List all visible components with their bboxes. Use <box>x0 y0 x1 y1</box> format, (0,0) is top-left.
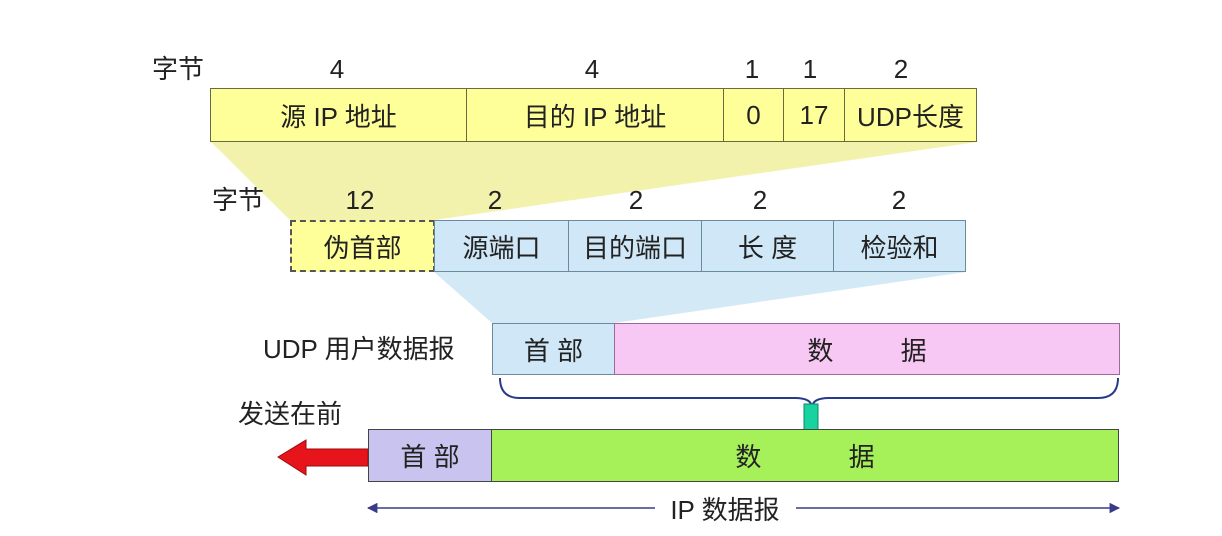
field-length: 长 度 <box>701 220 834 272</box>
bytes-label-row2: 字节 <box>212 185 265 215</box>
field-label: 检验和 <box>860 232 939 263</box>
udp-datagram-label: UDP 用户数据报 <box>263 334 455 364</box>
byte-count: 12 <box>345 185 375 215</box>
ip-data-box: 数 据 <box>491 429 1119 482</box>
field-label: 长 度 <box>737 232 798 263</box>
byte-count: 2 <box>752 185 768 215</box>
udp-data-box: 数 据 <box>614 323 1120 375</box>
field-label: UDP长度 <box>857 101 964 132</box>
byte-count: 4 <box>329 54 345 84</box>
field-zero: 0 <box>723 88 784 142</box>
field-label: 伪首部 <box>323 232 402 263</box>
send-direction-arrow <box>277 439 369 476</box>
send-first-label: 发送在前 <box>238 399 343 429</box>
byte-count: 2 <box>893 54 909 84</box>
field-protocol: 17 <box>783 88 845 142</box>
box-label: 数 据 <box>735 442 875 472</box>
byte-count: 4 <box>584 54 600 84</box>
udp-header-box: 首 部 <box>492 323 615 375</box>
box-label: 首 部 <box>400 442 460 472</box>
byte-count: 2 <box>628 185 644 215</box>
field-source-port: 源端口 <box>434 220 569 272</box>
byte-count: 1 <box>744 54 760 84</box>
field-checksum: 检验和 <box>833 220 966 272</box>
udp-header-expansion <box>434 272 966 323</box>
byte-count: 2 <box>487 185 503 215</box>
bytes-label-row1: 字节 <box>152 54 205 84</box>
pseudo-header-expansion <box>211 142 977 220</box>
field-label: 17 <box>799 99 829 130</box>
field-label: 目的 IP 地址 <box>523 101 667 132</box>
ip-datagram-label: IP 数据报 <box>670 495 780 525</box>
box-label: 数 据 <box>807 335 927 366</box>
field-label: 目的端口 <box>582 232 687 263</box>
field-label: 源端口 <box>462 232 541 263</box>
field-label: 0 <box>746 99 761 130</box>
field-label: 源 IP 地址 <box>280 101 397 132</box>
ip-header-box: 首 部 <box>368 429 492 482</box>
field-dest-port: 目的端口 <box>568 220 702 272</box>
pseudo-header-box: 伪首部 <box>290 220 435 272</box>
byte-count: 2 <box>891 185 907 215</box>
field-source-ip: 源 IP 地址 <box>210 88 467 142</box>
field-udp-length: UDP长度 <box>844 88 977 142</box>
field-dest-ip: 目的 IP 地址 <box>466 88 724 142</box>
box-label: 首 部 <box>523 335 584 366</box>
byte-count: 1 <box>802 54 818 84</box>
